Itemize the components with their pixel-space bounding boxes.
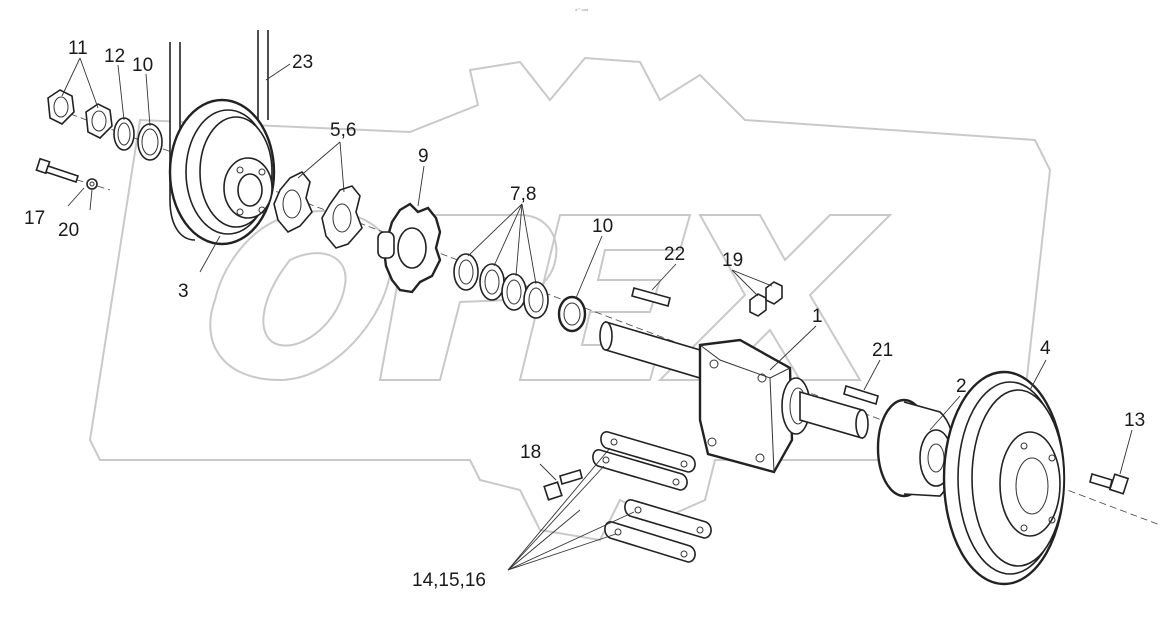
- bolt-18: [543, 468, 583, 501]
- callout-12: 12: [104, 46, 125, 67]
- callout-4: 4: [1040, 338, 1051, 359]
- watermark-letter-e: [518, 214, 692, 381]
- key-21: [843, 384, 879, 406]
- callout-13: 13: [1124, 410, 1145, 431]
- callout-20: 20: [58, 220, 79, 241]
- key-22: [631, 287, 671, 307]
- callout-10-right: 10: [592, 216, 613, 237]
- callout-9: 9: [418, 146, 429, 167]
- washer-20: [86, 178, 98, 190]
- callout-22: 22: [664, 244, 685, 265]
- shaft-housing: [599, 320, 869, 474]
- bushing-10: [557, 295, 587, 333]
- watermark-letter-p: [378, 214, 558, 381]
- watermark-letter-x: [657, 214, 893, 381]
- right-pulley: [942, 370, 1066, 586]
- callout-3: 3: [178, 281, 189, 302]
- callout-23: 23: [292, 52, 313, 73]
- left-pulley: [168, 98, 276, 246]
- spacer-rings: [453, 253, 549, 319]
- callout-17: 17: [24, 208, 45, 229]
- watermark-letter-o-inner: [262, 252, 347, 347]
- callout-14-15-16: 14,15,16: [412, 570, 486, 591]
- leader-lines: [61, 57, 1133, 571]
- callout-19: 19: [722, 250, 743, 271]
- callout-11: 11: [68, 38, 88, 59]
- callout-labels: 11 12 10 23 5,6 9 7,8 10 22 19 1 21 4 2 …: [24, 38, 1145, 591]
- callout-2: 2: [956, 376, 967, 397]
- callout-7-8: 7,8: [510, 184, 536, 205]
- small-nuts: [749, 281, 783, 317]
- flange-plates: [273, 170, 363, 249]
- callout-21: 21: [872, 340, 893, 361]
- sprocket: [377, 202, 442, 294]
- lock-nuts: [47, 89, 113, 139]
- left-washers: [113, 117, 163, 161]
- callout-1: 1: [812, 306, 823, 327]
- callout-5-6: 5,6: [330, 120, 356, 141]
- callout-10-left: 10: [132, 55, 153, 76]
- callout-18: 18: [520, 442, 541, 463]
- tiny-header-mark: a°° aaa: [575, 7, 589, 12]
- bolt-17: [35, 157, 80, 184]
- watermark-gear-outline: [88, 56, 1052, 542]
- chain-link-plates: [592, 431, 712, 563]
- bolt-13: [1089, 472, 1130, 495]
- hub-flange: [876, 398, 955, 498]
